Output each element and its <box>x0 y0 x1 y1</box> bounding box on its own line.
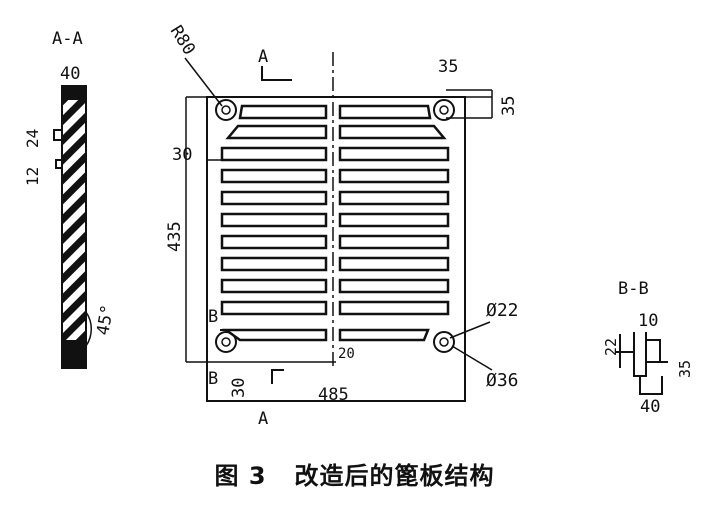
section-aa-body <box>61 85 87 369</box>
corner-y-dim: 35 <box>499 96 519 116</box>
width-dim: 485 <box>318 385 349 405</box>
edge-dim: 30 <box>172 145 192 165</box>
section-bb-top-dim: 10 <box>638 311 658 331</box>
corner-x-dim: 35 <box>438 57 458 77</box>
gap-dim: 20 <box>338 346 355 362</box>
section-aa-angle-arc <box>85 311 93 347</box>
section-b-label-top: B <box>208 307 218 327</box>
section-aa-dim-a: 24 <box>23 129 42 148</box>
section-a-label-top: A <box>258 47 268 67</box>
section-bb-right-dim: 35 <box>676 360 694 378</box>
figure-caption: 图 3 改造后的篦板结构 <box>0 456 709 491</box>
figure-number: 图 3 <box>214 462 267 490</box>
section-aa-top-cap <box>62 86 86 100</box>
section-aa-view: A-A 40 24 12 45° <box>23 29 118 369</box>
section-a-label-bottom: A <box>258 409 268 429</box>
section-aa-title: A-A <box>52 29 83 49</box>
section-bb-title: B-B <box>618 279 649 299</box>
section-b-label-bottom: B <box>208 369 218 389</box>
leader-lines <box>184 57 493 371</box>
section-aa-width-dim: 40 <box>60 64 80 84</box>
section-bb-bottom-dim: 40 <box>640 397 660 417</box>
section-aa-dim-b: 12 <box>23 167 42 186</box>
section-bb-left-dim: 22 <box>602 338 620 356</box>
radius-dim: R80 <box>166 22 199 59</box>
corner-holes <box>215 99 455 353</box>
small-hole-dim: Ø22 <box>486 300 519 321</box>
section-bb-profile <box>616 332 668 395</box>
slots-left <box>220 104 328 342</box>
bottom-edge-dim: 30 <box>229 378 249 398</box>
section-a-cut-marks <box>261 66 292 384</box>
section-aa-notches <box>53 129 62 169</box>
height-dim: 435 <box>165 221 185 252</box>
section-aa-angle: 45° <box>93 303 118 337</box>
large-hole-dim: Ø36 <box>486 370 519 391</box>
main-view: A A B B <box>165 22 519 429</box>
figure-title: 改造后的篦板结构 <box>294 462 495 490</box>
section-aa-bottom-cap <box>62 340 86 368</box>
section-bb-view: B-B 10 22 35 40 <box>602 279 694 417</box>
slots-right <box>338 104 450 342</box>
dimension-lines <box>185 89 493 402</box>
